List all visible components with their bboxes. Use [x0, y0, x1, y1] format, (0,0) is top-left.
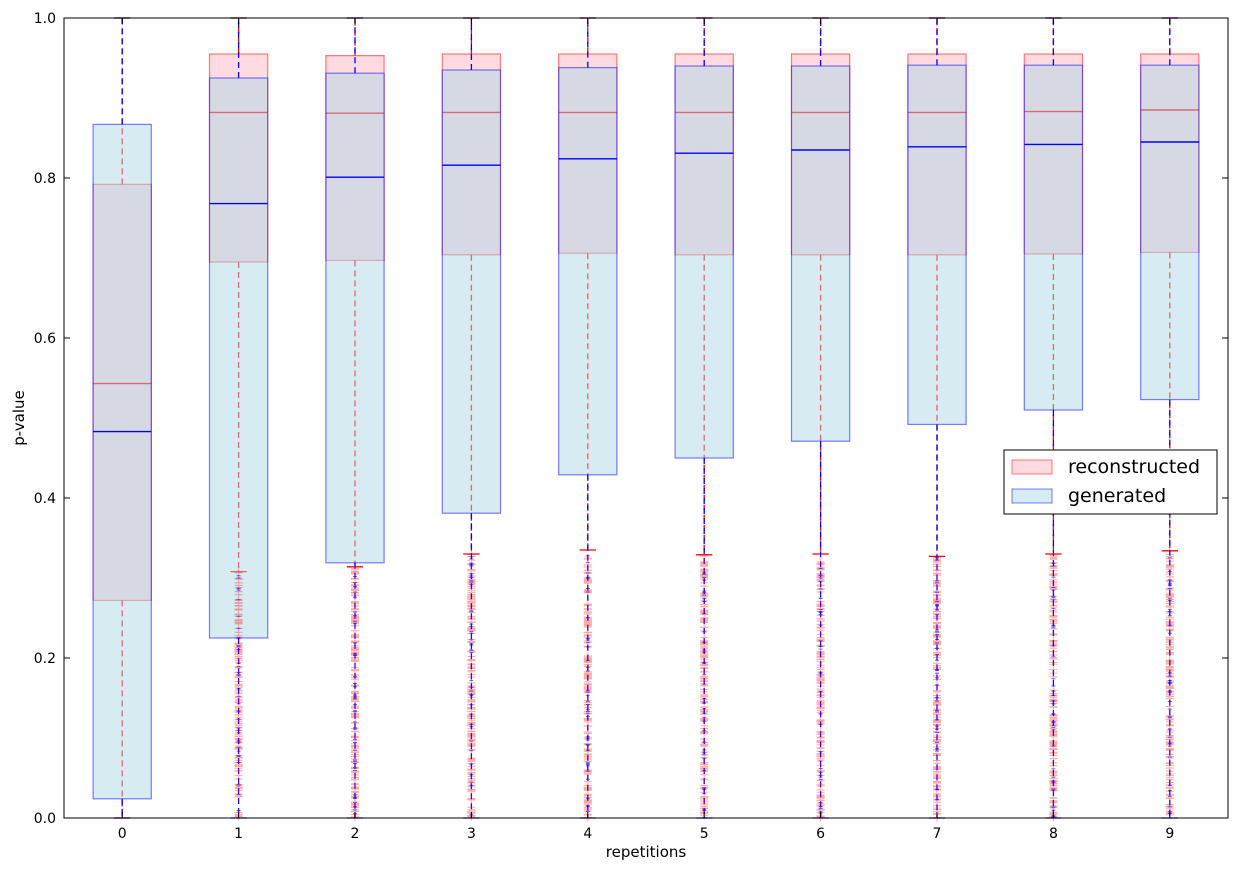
outliers-generated-7 [935, 557, 939, 801]
outliers-reconstructed-7 [933, 552, 941, 822]
x-axis-label: repetitions [606, 843, 687, 861]
legend-swatch-reconstructed [1011, 459, 1053, 475]
x-tick-label-7: 7 [933, 826, 942, 842]
outliers-reconstructed-3 [467, 550, 476, 821]
legend-swatch-generated [1011, 488, 1053, 504]
x-tick-label-9: 9 [1165, 826, 1174, 842]
y-axis-label: p-value [10, 390, 28, 446]
outliers-generated-4 [585, 555, 590, 812]
legend-label-reconstructed: reconstructed [1068, 456, 1200, 478]
x-tick-label-1: 1 [234, 826, 243, 842]
legend: reconstructed generated [1003, 449, 1218, 515]
outliers-reconstructed-1 [234, 568, 243, 821]
generated-box-9 [1140, 64, 1200, 401]
generated-box-4 [558, 66, 618, 476]
outliers-reconstructed-4 [583, 554, 592, 822]
x-tick-label-4: 4 [583, 826, 592, 842]
x-tick-label-6: 6 [816, 826, 825, 842]
outliers-reconstructed-5 [700, 551, 709, 820]
x-tick-label-2: 2 [351, 826, 360, 842]
outliers-generated-3 [469, 556, 474, 816]
outliers-reconstructed-6 [816, 558, 825, 822]
outliers-generated-9 [1167, 557, 1172, 814]
legend-label-generated: generated [1068, 485, 1166, 507]
y-tick-label-0.2: 0.2 [34, 651, 56, 667]
y-tick-label-0.4: 0.4 [34, 491, 56, 507]
outliers-reconstructed-9 [1165, 550, 1174, 819]
axes-frame [63, 17, 1229, 819]
y-tick-label-0.6: 0.6 [34, 331, 56, 347]
axes: 0.0 0.2 0.4 0.6 0.8 1.0 0 1 2 3 4 5 6 7 8 9 [34, 11, 1229, 842]
outliers-reconstructed-2 [351, 564, 359, 821]
series-generated [92, 17, 1200, 819]
y-tick-label-1.0: 1.0 [34, 11, 56, 27]
outliers-generated-1 [236, 575, 241, 811]
generated-box-1 [208, 77, 269, 639]
x-tick-label-5: 5 [700, 826, 709, 842]
plot-area [92, 17, 1200, 822]
generated-box-0 [92, 123, 152, 800]
y-tick-label-0.8: 0.8 [34, 171, 56, 187]
y-tick-label-0.0: 0.0 [34, 811, 56, 827]
generated-box-3 [441, 69, 502, 514]
x-tick-label-8: 8 [1049, 826, 1058, 842]
generated-box-5 [674, 65, 734, 459]
x-tick-label-0: 0 [118, 826, 127, 842]
generated-box-2 [325, 72, 385, 564]
generated-box-6 [790, 65, 851, 442]
outlier-markers [234, 550, 1174, 822]
generated-box-7 [907, 64, 967, 426]
generated-box-8 [1023, 64, 1084, 411]
outliers-generated-5 [702, 572, 707, 818]
x-tick-label-3: 3 [467, 826, 476, 842]
